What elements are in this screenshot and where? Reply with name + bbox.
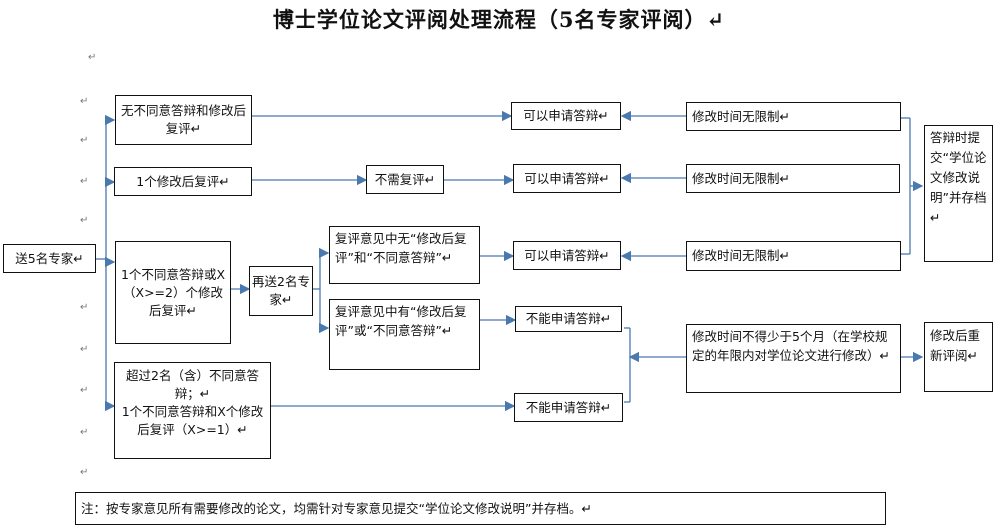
paragraph-mark: ↵ [80, 176, 89, 187]
can-apply-defense-node: 可以申请答辩↵ [511, 102, 621, 130]
re-review-node: 修改后重新评阅↵ [924, 322, 993, 392]
paragraph-mark: ↵ [80, 467, 89, 478]
paragraph-mark: ↵ [88, 52, 97, 63]
modification-unlimited-node: 修改时间无限制↵ [686, 102, 901, 131]
resend-two-experts-node: 再送2名专家↵ [249, 266, 313, 316]
modification-unlimited-node: 修改时间无限制↵ [686, 164, 900, 193]
case-multiple-objections-line1: 超过2名（含）不同意答辩；↵ [126, 368, 259, 401]
paragraph-mark: ↵ [80, 344, 89, 355]
opinion-has-revision-node: 复评意见中有“修改后复评”或“不同意答辩”↵ [329, 299, 480, 370]
modification-five-months-node: 修改时间不得少于5个月（在学校规定的年限内对学位论文进行修改）↵ [686, 324, 901, 393]
case-one-re-review-node: 1个修改后复评↵ [114, 167, 252, 196]
paragraph-mark: ↵ [80, 385, 89, 396]
submit-revision-statement-node: 答辩时提交“学位论文修改说明”并存档↵ [924, 125, 993, 262]
case-one-objection-node: 1个不同意答辩或X（X>=2）个修改后复评↵ [115, 241, 231, 344]
paragraph-mark: ↵ [80, 135, 89, 146]
cannot-apply-defense-node: 不能申请答辩↵ [514, 393, 623, 422]
case-multiple-objections-node: 超过2名（含）不同意答辩；↵ 1个不同意答辩和X个修改后复评（X>=1）↵ [114, 362, 271, 459]
paragraph-mark: ↵ [80, 427, 89, 438]
no-review-node: 不需复评↵ [366, 165, 444, 194]
modification-unlimited-node: 修改时间无限制↵ [686, 241, 901, 271]
can-apply-defense-node: 可以申请答辩↵ [513, 164, 621, 193]
case-no-objection-node: 无不同意答辩和修改后复评↵ [115, 95, 252, 145]
cannot-apply-defense-node: 不能申请答辩↵ [515, 306, 622, 332]
case-multiple-objections-line2: 1个不同意答辩和X个修改后复评（X>=1）↵ [121, 404, 264, 437]
paragraph-mark: ↵ [80, 96, 89, 107]
footnote: 注：按专家意见所有需要修改的论文，均需针对专家意见提交“学位论文修改说明”并存档… [75, 492, 886, 525]
paragraph-mark: ↵ [80, 302, 89, 313]
start-node: 送5名专家↵ [3, 244, 96, 273]
can-apply-defense-node: 可以申请答辩↵ [513, 241, 621, 270]
paragraph-mark: ↵ [80, 215, 89, 226]
opinion-no-revision-node: 复评意见中无“修改后复评”和“不同意答辩”↵ [329, 226, 480, 284]
page-title: 博士学位论文评阅处理流程（5名专家评阅）↵ [272, 7, 726, 32]
